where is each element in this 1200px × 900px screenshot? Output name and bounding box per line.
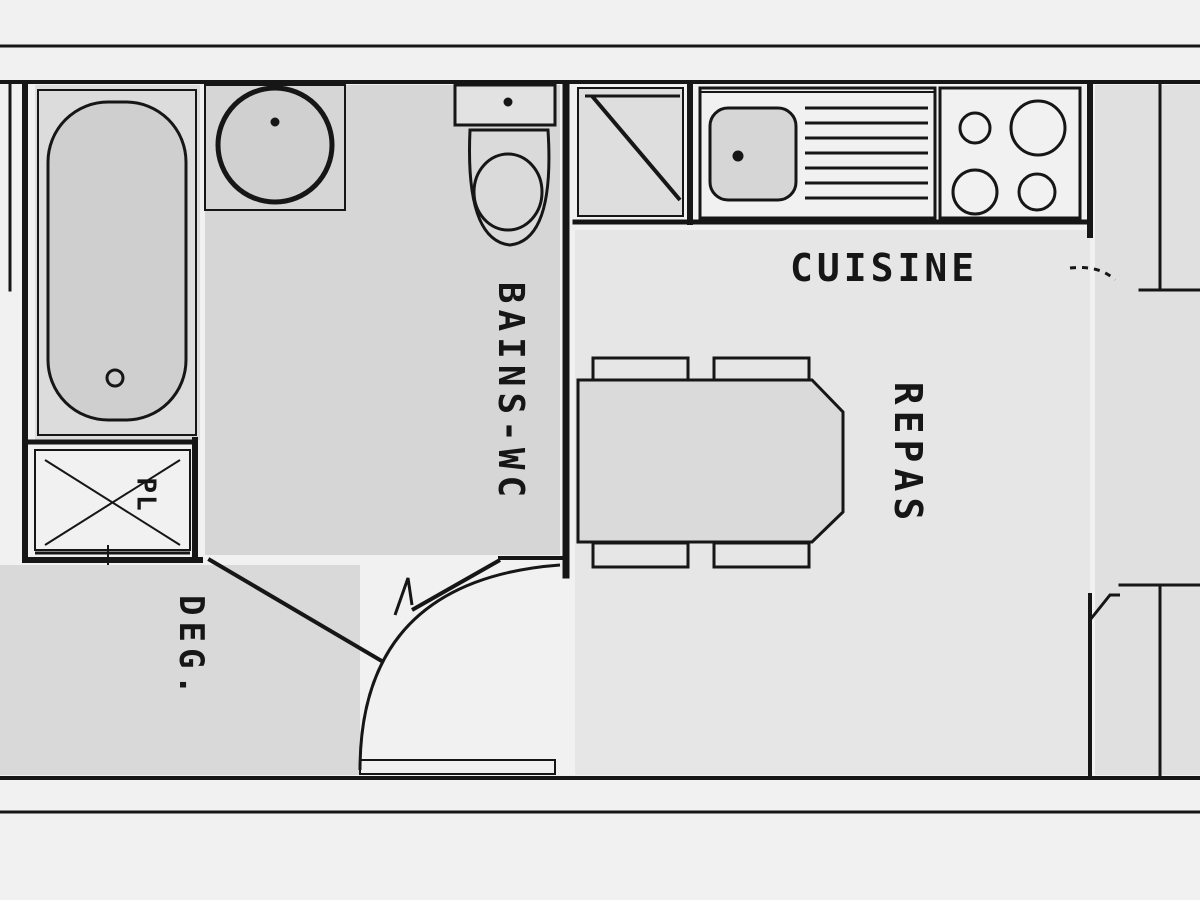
bathroom-door <box>411 558 501 612</box>
right-door-arc <box>1069 266 1117 282</box>
kitchen-cupboard <box>577 87 684 217</box>
right-room-floor <box>1095 85 1200 775</box>
interior-walls <box>8 81 1200 780</box>
toilet <box>453 83 557 247</box>
corridor-floor <box>0 565 360 775</box>
closet-cross <box>34 449 191 565</box>
room-label-cuisine: CUISINE <box>790 246 979 290</box>
right-wall-jamb <box>1088 593 1120 621</box>
dining-table <box>576 356 845 569</box>
room-label-bains-wc: BAINS-WC <box>490 281 532 504</box>
bathtub <box>37 89 197 436</box>
entrance-door <box>358 563 561 775</box>
washbasin <box>204 84 346 211</box>
kitchen-sink <box>698 86 937 220</box>
room-label-placard: PL <box>130 477 161 513</box>
outer-walls <box>0 44 1200 814</box>
cooktop <box>938 86 1082 220</box>
room-label-repas: REPAS <box>886 381 931 527</box>
room-label-degagement: DEG. <box>170 595 211 701</box>
